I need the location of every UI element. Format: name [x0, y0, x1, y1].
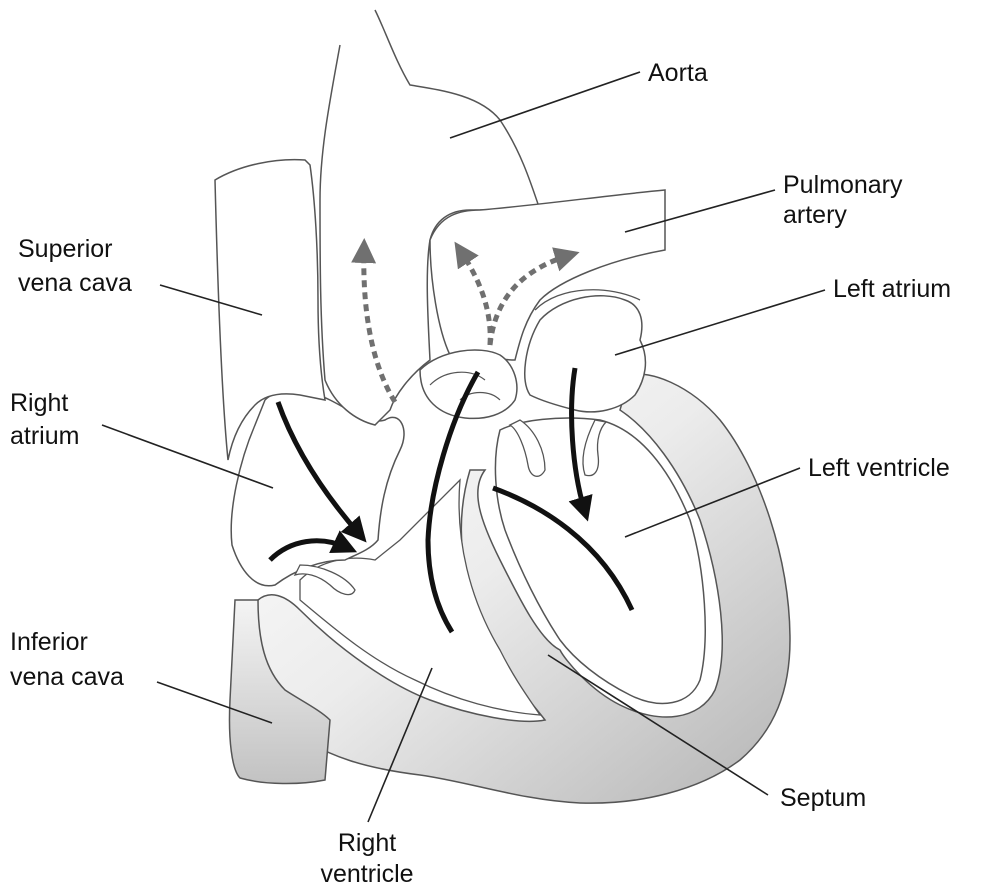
- leader-left-atrium: [615, 290, 825, 355]
- label-right-atrium-line2: atrium: [10, 421, 79, 451]
- label-superior-vena-cava-line2: vena cava: [18, 268, 132, 298]
- label-left-ventricle: Left ventricle: [808, 453, 950, 483]
- label-pulmonary-artery-line2: artery: [783, 200, 847, 230]
- label-septum: Septum: [780, 783, 866, 813]
- left-atrium-shape: [525, 296, 646, 412]
- semilunar-valves: [420, 350, 517, 418]
- label-superior-vena-cava-line1: Superior: [18, 234, 113, 264]
- label-left-atrium: Left atrium: [833, 274, 951, 304]
- label-right-ventricle-line1: Right: [322, 828, 412, 858]
- label-right-ventricle-line2: ventricle: [307, 859, 427, 889]
- label-inferior-vena-cava-line1: Inferior: [10, 627, 88, 657]
- label-inferior-vena-cava-line2: vena cava: [10, 662, 124, 692]
- label-right-atrium-line1: Right: [10, 388, 68, 418]
- label-pulmonary-artery-line1: Pulmonary: [783, 170, 903, 200]
- label-aorta: Aorta: [648, 58, 708, 88]
